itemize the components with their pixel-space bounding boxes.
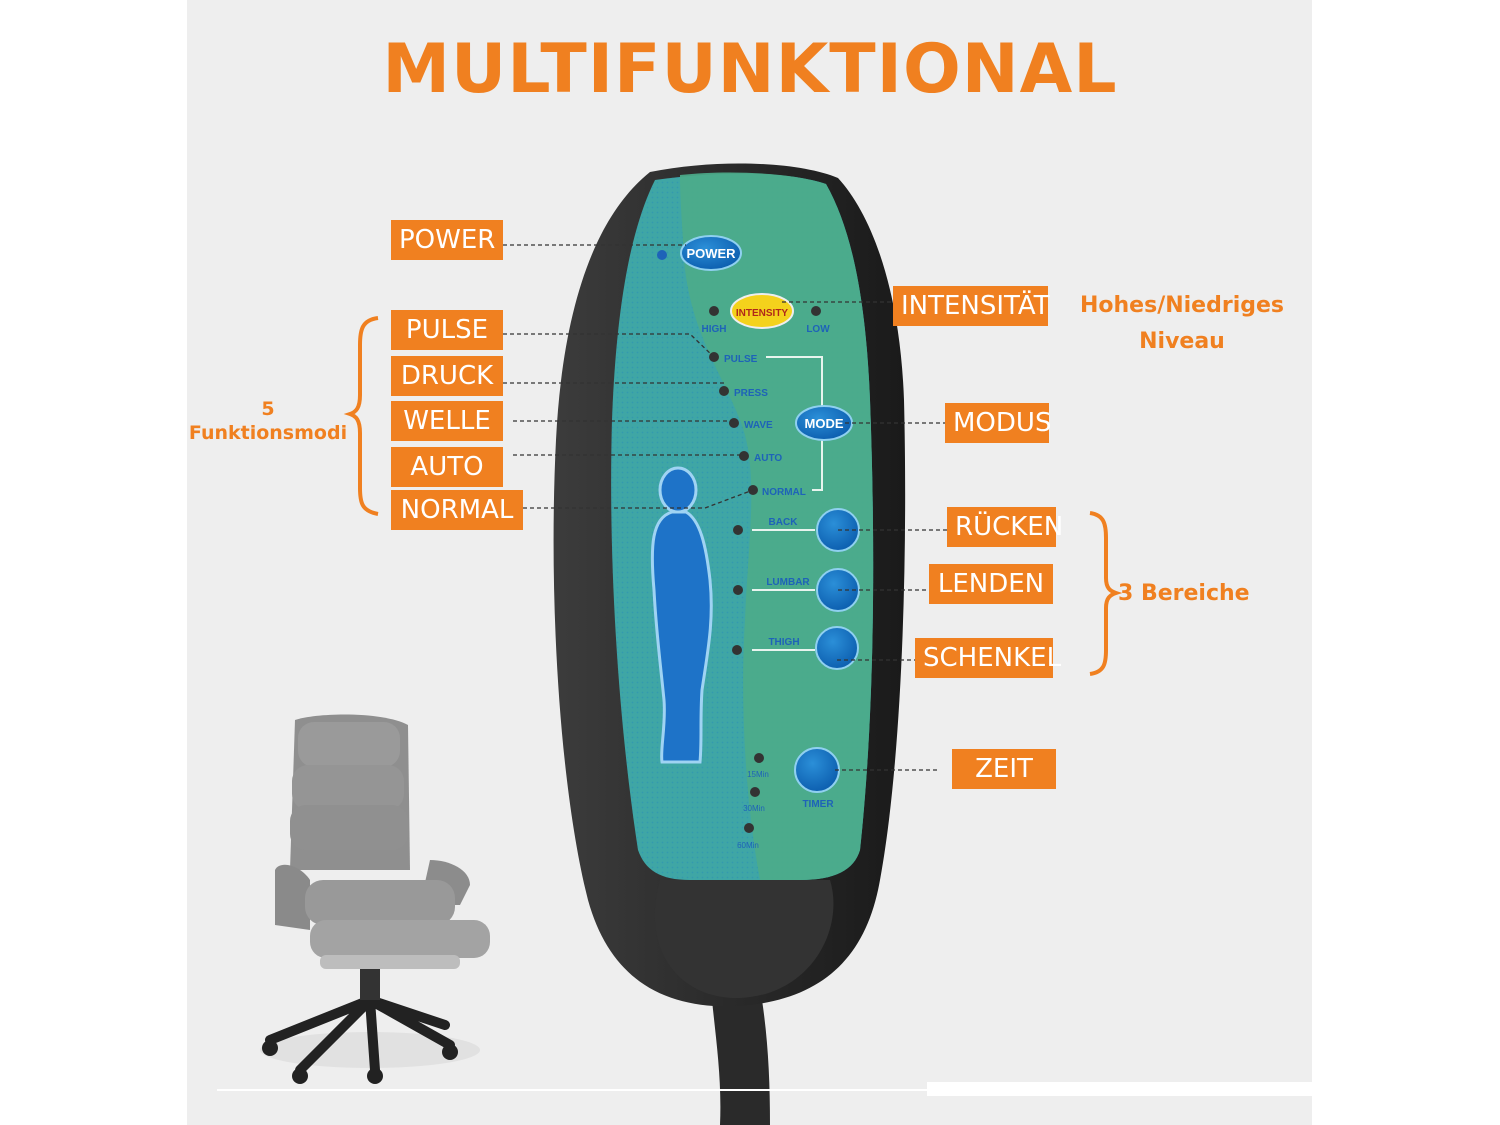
modes-label: Funktionsmodi	[188, 422, 348, 444]
pulse-callout: PULSE	[391, 310, 503, 350]
power-indicator	[657, 250, 667, 260]
mode-auto-label: AUTO	[754, 453, 782, 464]
power-remote-text: POWER	[686, 246, 736, 261]
low-label: LOW	[806, 324, 830, 335]
low-indicator	[811, 306, 821, 316]
modes-brace	[343, 316, 379, 516]
human-silhouette-icon	[650, 466, 713, 764]
intensity-note-line2: Niveau	[1139, 329, 1225, 354]
mode-normal-label: NORMAL	[762, 487, 806, 498]
zone-thigh-label: THIGH	[768, 637, 799, 648]
intensity-remote-text: INTENSITY	[736, 308, 789, 319]
intensity-note: Hohes/Niedriges Niveau	[1062, 288, 1302, 360]
zone-lumbar-label: LUMBAR	[766, 577, 810, 588]
zone-back-label: BACK	[769, 517, 799, 528]
timer-remote-text: TIMER	[802, 799, 834, 810]
intensity-callout: INTENSITÄT	[893, 286, 1050, 326]
remote-face-right-region	[680, 172, 874, 880]
timer-controls: 15Min 30Min 60Min TIMER	[737, 747, 840, 850]
remote-grip	[654, 880, 834, 999]
timer-remote-button	[794, 747, 840, 793]
office-chair-image	[260, 714, 490, 1084]
bottom-divider-right	[927, 1082, 1312, 1096]
zeit-callout: ZEIT	[952, 749, 1056, 789]
mode-press-label: PRESS	[734, 388, 768, 399]
headline: MULTIFUNKTIONAL	[382, 30, 1118, 109]
normal-callout: NORMAL	[391, 490, 523, 530]
ruecken-callout: RÜCKEN	[947, 507, 1063, 547]
modus-callout: MODUS	[945, 403, 1051, 443]
modes-count: 5	[261, 398, 275, 420]
zones-note: 3 Bereiche	[1118, 581, 1250, 606]
zones-brace	[1089, 511, 1123, 676]
schenkel-callout: SCHENKEL	[915, 638, 1061, 678]
timer-30-label: 30Min	[743, 804, 765, 813]
mode-wave-label: WAVE	[744, 420, 773, 431]
intensity-remote-button: INTENSITY	[730, 293, 794, 329]
auto-callout: AUTO	[391, 447, 503, 487]
leader-lines	[503, 244, 947, 771]
lenden-callout: LENDEN	[929, 564, 1053, 604]
timer-15-label: 15Min	[747, 770, 769, 779]
thigh-zone-button	[815, 626, 859, 670]
druck-callout: DRUCK	[391, 356, 503, 396]
modes-note: 5 Funktionsmodi	[187, 397, 349, 445]
power-remote-button: POWER	[680, 235, 742, 271]
high-label: HIGH	[702, 324, 727, 335]
remote-cable	[712, 1000, 770, 1125]
welle-callout: WELLE	[391, 401, 503, 441]
power-callout: POWER	[391, 220, 503, 260]
intensity-note-line1: Hohes/Niedriges	[1079, 293, 1284, 318]
high-indicator	[709, 306, 719, 316]
mode-remote-text: MODE	[805, 416, 844, 431]
mode-pulse-label: PULSE	[724, 354, 758, 365]
timer-60-label: 60Min	[737, 841, 759, 850]
mode-remote-button: MODE	[795, 405, 853, 441]
